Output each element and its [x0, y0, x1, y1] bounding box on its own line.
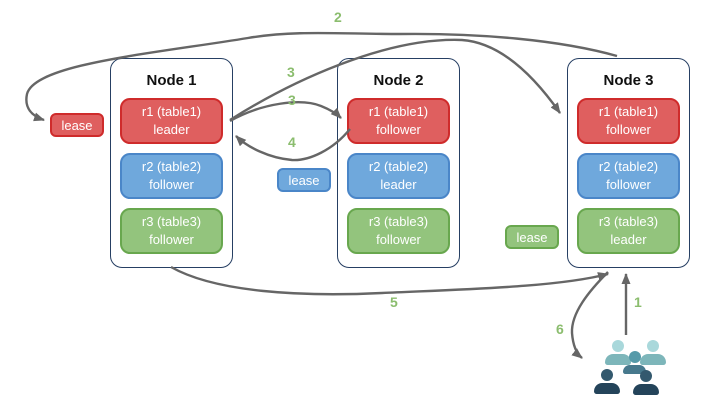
step-label-1: 1 [634, 294, 642, 310]
replica-label: r1 (table1) [598, 104, 659, 120]
node-1-replica-r3: r3 (table3) follower [120, 208, 223, 254]
lease-badge-table2: lease [277, 168, 331, 192]
node-2-replica-r1: r1 (table1) follower [347, 98, 450, 144]
step-label-3-long: 3 [287, 64, 295, 80]
person-icon [640, 340, 666, 365]
replica-label: r1 (table1) [368, 104, 429, 120]
node-3-replica-r1: r1 (table1) follower [577, 98, 680, 144]
node-1-box: Node 1 r1 (table1) leader r2 (table2) fo… [110, 58, 233, 268]
step-label-4: 4 [288, 134, 296, 150]
node-1-replica-r2: r2 (table2) follower [120, 153, 223, 199]
person-icon [594, 369, 620, 394]
users-group-icon [594, 338, 666, 398]
arrow-step-3-node1-to-node2 [229, 101, 342, 123]
replica-label: r3 (table3) [368, 214, 429, 230]
replica-label: r3 (table3) [598, 214, 659, 230]
node-2-replica-r2: r2 (table2) leader [347, 153, 450, 199]
node-1-replica-r1: r1 (table1) leader [120, 98, 223, 144]
step-label-6: 6 [556, 321, 564, 337]
person-icon [623, 351, 646, 374]
replica-label: r2 (table2) [598, 159, 659, 175]
node-1-title: Node 1 [146, 72, 197, 89]
step-label-3-short: 3 [288, 92, 296, 108]
lease-badge-table3: lease [505, 225, 559, 249]
node-2-box: Node 2 r1 (table1) follower r2 (table2) … [337, 58, 460, 268]
node-3-box: Node 3 r1 (table1) follower r2 (table2) … [567, 58, 690, 268]
replica-role: follower [149, 232, 194, 247]
replica-role: follower [149, 177, 194, 192]
replica-role: follower [376, 232, 421, 247]
replica-label: r2 (table2) [368, 159, 429, 175]
replica-role: follower [606, 122, 651, 137]
node-2-title: Node 2 [373, 72, 424, 89]
step-label-2: 2 [334, 9, 342, 25]
arrow-step-5-node1-to-node3 [170, 265, 609, 296]
replica-label: r3 (table3) [141, 214, 202, 230]
person-icon [633, 370, 659, 395]
step-label-5: 5 [390, 294, 398, 310]
replica-label: r2 (table2) [141, 159, 202, 175]
person-icon [605, 340, 631, 365]
replica-role: leader [380, 177, 417, 192]
node-3-replica-r3: r3 (table3) leader [577, 208, 680, 254]
replica-role: leader [610, 232, 647, 247]
node-3-replica-r2: r2 (table2) follower [577, 153, 680, 199]
replica-role: follower [606, 177, 651, 192]
replica-label: r1 (table1) [141, 104, 202, 120]
node-2-replica-r3: r3 (table3) follower [347, 208, 450, 254]
replica-role: leader [153, 122, 190, 137]
replica-role: follower [376, 122, 421, 137]
lease-badge-table1: lease [50, 113, 104, 137]
node-3-title: Node 3 [603, 72, 654, 89]
